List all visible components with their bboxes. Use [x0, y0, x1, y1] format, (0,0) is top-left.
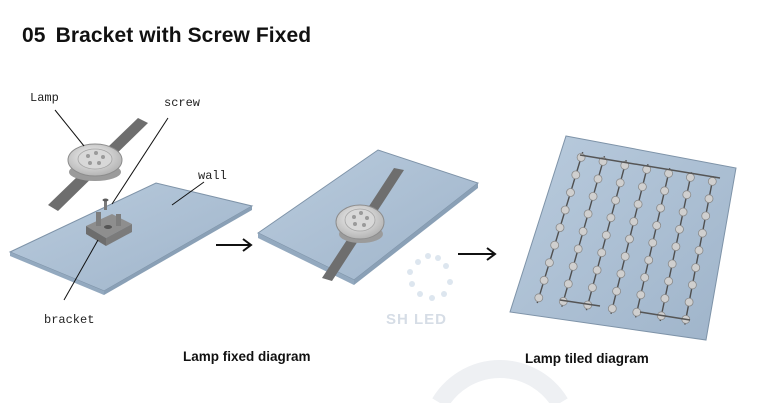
lamp-body: [67, 143, 123, 181]
caption-tiled: Lamp tiled diagram: [525, 351, 649, 366]
tiled-lamp: [539, 275, 549, 285]
watermark-arcs: [432, 360, 568, 403]
tiled-lamp: [652, 221, 662, 230]
tiled-lamp: [638, 182, 647, 192]
tiled-lamp: [667, 259, 677, 269]
lamp-body: [335, 204, 385, 243]
tiled-lamp: [545, 258, 554, 268]
bracket: [86, 212, 132, 246]
watermark-logo: [407, 253, 453, 301]
tiled-lamp: [682, 190, 692, 200]
tiled-lamp: [601, 230, 611, 240]
led-grid: [534, 151, 717, 325]
tiled-lamp: [625, 234, 634, 244]
tiled-lamp: [640, 273, 650, 282]
tiled-lamp: [550, 240, 560, 250]
tiled-lamp: [568, 261, 578, 271]
tiled-lamp: [707, 176, 717, 186]
arrow-right-icon: [458, 247, 497, 261]
arrow-right-icon: [216, 238, 253, 252]
tiled-lamp: [648, 238, 658, 248]
tiled-lamp: [691, 263, 701, 273]
panel-fixed: [257, 149, 480, 285]
tiled-lamp: [660, 186, 669, 196]
tiled-lamp: [566, 188, 575, 197]
tiled-lamp: [644, 255, 654, 265]
caption-fixed: Lamp fixed diagram: [183, 349, 311, 364]
tiled-lamp: [636, 290, 646, 300]
tiled-lamp: [563, 279, 573, 289]
section-title: Bracket with Screw Fixed: [55, 24, 312, 47]
leader-lines: [54, 109, 205, 301]
panel-exploded: [8, 109, 254, 301]
tiled-lamp: [671, 242, 681, 252]
label-bracket: bracket: [44, 313, 95, 327]
tiled-lamp: [678, 207, 688, 217]
tiled-lamp: [660, 294, 670, 303]
panel-tiled: [509, 135, 737, 341]
page-title: 05 Bracket with Screw Fixed: [22, 24, 311, 48]
tiled-lamp: [616, 269, 626, 279]
tiled-lamp: [588, 191, 598, 201]
tiled-lamp: [664, 276, 673, 286]
tiled-lamp: [607, 304, 617, 314]
tiled-lamp: [694, 245, 704, 255]
tiled-lamp: [534, 293, 544, 303]
tiled-lamp: [656, 203, 665, 213]
tiled-lamp: [620, 251, 630, 261]
tiled-lamp: [611, 195, 620, 205]
tiled-lamp: [573, 244, 583, 254]
serpentine-wire: [559, 154, 721, 321]
tiled-lamp: [701, 211, 711, 221]
screw: [102, 198, 109, 210]
tiled-lamp: [588, 283, 597, 293]
tiled-lamp: [583, 209, 593, 219]
wall-plate: [8, 182, 254, 292]
tiled-lamp: [560, 205, 570, 215]
tiled-lamp: [555, 223, 565, 233]
tiled-lamp: [684, 297, 694, 307]
tiled-lamp: [571, 170, 581, 180]
tiled-lamp: [629, 217, 639, 227]
tiled-lamp: [698, 228, 707, 238]
tiled-lamp: [632, 307, 642, 317]
label-lamp: Lamp: [30, 91, 59, 105]
tiled-lamp: [593, 174, 603, 184]
watermark-text: SH LED: [386, 311, 448, 328]
tiled-lamp: [592, 265, 602, 275]
section-number: 05: [22, 24, 46, 47]
tiled-lamp: [578, 226, 588, 236]
tiled-lamp: [597, 248, 607, 258]
tiled-lamp: [688, 280, 697, 290]
tiled-lamp: [704, 194, 714, 204]
tiled-lamp: [606, 213, 616, 223]
tiled-lamp: [686, 172, 695, 182]
label-screw: screw: [164, 96, 201, 110]
tiled-lamp: [633, 199, 643, 209]
tiled-lamp: [675, 224, 684, 234]
label-wall: wall: [198, 169, 227, 183]
tiled-lamp: [612, 286, 621, 296]
tiled-lamp: [615, 178, 625, 188]
